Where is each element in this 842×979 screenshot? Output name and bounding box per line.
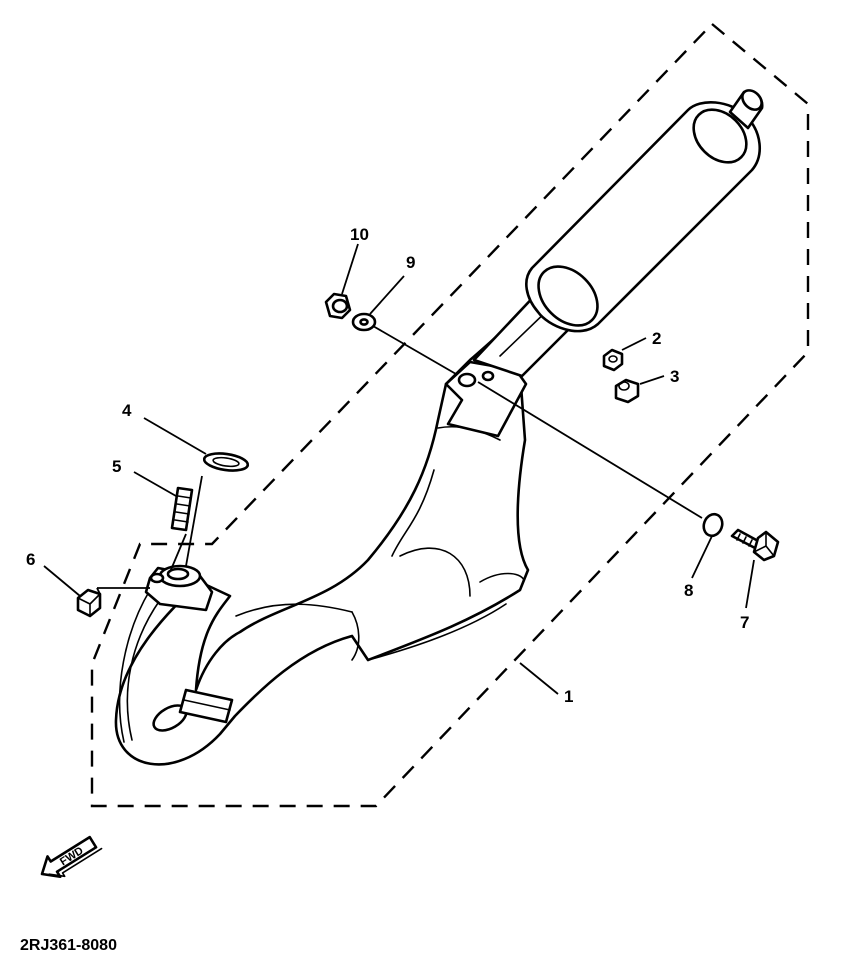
callout-7: 7 [740, 613, 749, 632]
part-code: 2RJ361-8080 [20, 937, 117, 954]
pipe-mount-bracket [444, 360, 528, 438]
nut-3 [614, 378, 640, 404]
gasket-4 [202, 452, 250, 472]
washer-8 [702, 512, 724, 538]
stud-bolt-5 [170, 486, 194, 532]
callout-5: 5 [112, 457, 121, 476]
callout-1: 1 [564, 687, 573, 706]
callout-4: 4 [122, 401, 132, 420]
assembly-boundary [90, 22, 810, 808]
bolt-7 [730, 528, 780, 562]
assembly-axes [96, 325, 703, 595]
callout-3: 3 [670, 367, 679, 386]
callout-8: 8 [684, 581, 693, 600]
fwd-arrow-icon: FWD [40, 835, 103, 879]
nut-2 [602, 348, 624, 372]
nut-6 [76, 588, 102, 618]
callout-leaders [43, 243, 755, 695]
callouts: 1 2 3 4 5 6 7 8 9 10 [26, 225, 749, 706]
cap-nut-10 [324, 292, 352, 320]
callout-10: 10 [350, 225, 369, 244]
callout-6: 6 [26, 550, 35, 569]
callout-2: 2 [652, 329, 661, 348]
header-flange [144, 564, 214, 612]
callout-9: 9 [406, 253, 415, 272]
washer-9 [351, 312, 377, 332]
silencer [525, 89, 764, 333]
